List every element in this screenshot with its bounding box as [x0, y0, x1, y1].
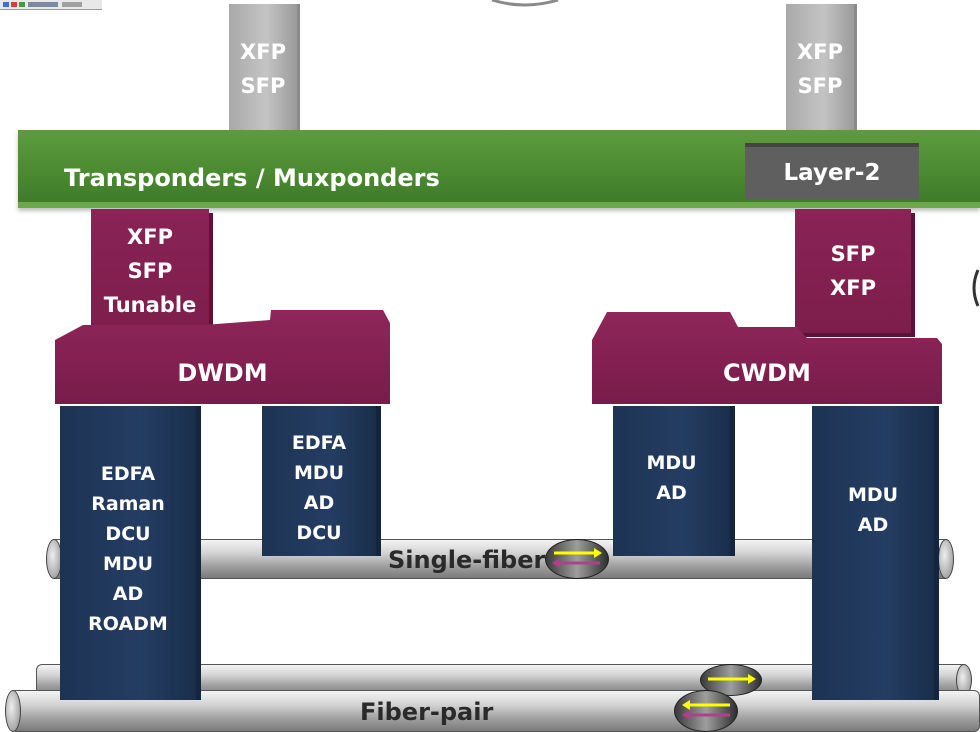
single-fiber-bidirectional-capsule [545, 539, 609, 579]
module-label: SFP [127, 259, 173, 283]
module-label: XFP [127, 225, 173, 249]
pillar-label: EDFA [291, 432, 347, 454]
pillar-label: MDU [847, 484, 899, 506]
layer2-label: Layer-2 [783, 159, 881, 186]
pillar-label: AD [112, 583, 144, 605]
cwdm-block-shape [592, 312, 942, 404]
pillar-label: EDFA [100, 463, 156, 485]
dwdm-block: DWDM [55, 340, 390, 406]
module-label: XFP [240, 40, 286, 64]
edge-arc [972, 269, 980, 307]
right-arrow-icon [708, 674, 756, 684]
pillar-label: Raman [91, 493, 165, 515]
module-label: SFP [240, 74, 286, 98]
module-label: SFP [830, 242, 876, 266]
top-left-client-module: XFP SFP [229, 4, 297, 134]
pillar-label: DCU [296, 522, 342, 544]
cwdm-block: CWDM [592, 340, 942, 406]
pillar-label: DCU [105, 523, 151, 545]
layer2-box: Layer-2 [745, 143, 919, 199]
fiber-end [5, 690, 21, 732]
pillar-label: MDU [102, 553, 154, 575]
fiber-end [938, 539, 954, 579]
dwdm-line-pillar: EDFA Raman DCU MDU AD ROADM [60, 406, 196, 700]
pillar-label: MDU [646, 452, 697, 474]
module-label: XFP [830, 276, 876, 300]
dwdm-inner-pillar: EDFA MDU AD DCU [262, 406, 376, 556]
pillar-label: ROADM [88, 613, 168, 635]
cwdm-inner-pillar: MDU AD [613, 406, 730, 556]
cwdm-client-module: SFP XFP [795, 209, 911, 333]
pillar-label: AD [857, 514, 889, 536]
cwdm-label: CWDM [723, 359, 811, 387]
dwdm-client-module: XFP SFP Tunable [91, 209, 209, 333]
cwdm-line-pillar: MDU AD [812, 406, 934, 700]
left-arrows-icon [682, 700, 730, 720]
top-connector [491, 0, 559, 7]
module-label: Tunable [103, 293, 197, 317]
fiber-pair-label: Fiber-pair [360, 698, 494, 726]
top-right-client-module: XFP SFP [786, 4, 854, 134]
module-label: XFP [797, 40, 843, 64]
module-label: SFP [797, 74, 843, 98]
pillar-label: MDU [293, 462, 345, 484]
single-fiber-cable [50, 539, 950, 579]
fiber-pair-lower-capsule [674, 690, 738, 732]
bidirectional-arrows-icon [552, 548, 602, 568]
dwdm-block-shape [55, 310, 390, 404]
toolbar-thumbnail [0, 0, 102, 10]
dwdm-label: DWDM [177, 359, 268, 387]
single-fiber-label: Single-fiber [388, 546, 546, 574]
transponder-bar-label: Transponders / Muxponders [64, 164, 440, 192]
pillar-label: AD [656, 482, 687, 504]
pillar-label: AD [303, 492, 335, 514]
